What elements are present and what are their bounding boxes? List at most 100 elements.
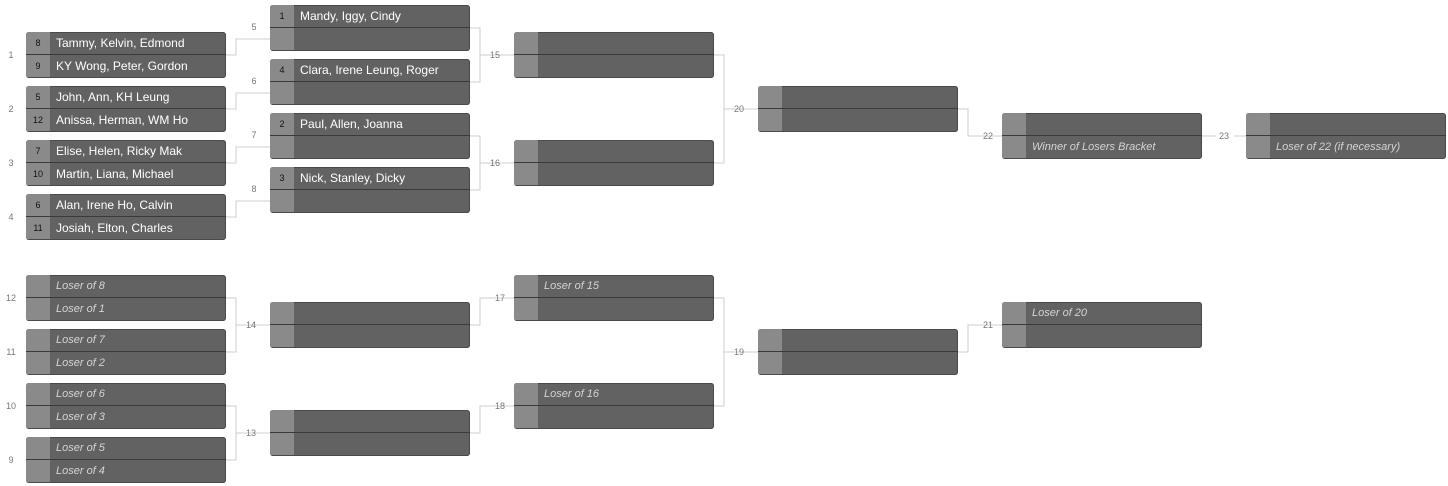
match-18[interactable]: Loser of 16 <box>514 383 714 429</box>
match-slot-bottom[interactable] <box>514 55 714 77</box>
match-14[interactable] <box>270 302 470 348</box>
match-11[interactable]: Loser of 7 Loser of 2 <box>26 329 226 375</box>
match-12[interactable]: Loser of 8 Loser of 1 <box>26 275 226 321</box>
match-slot-top[interactable]: Loser of 6 <box>26 383 226 406</box>
match-slot-top[interactable] <box>270 302 470 325</box>
seed-number <box>514 163 538 185</box>
match-slot-bottom[interactable] <box>514 406 714 428</box>
match-slot-bottom[interactable] <box>514 298 714 320</box>
match-slot-top[interactable] <box>758 329 958 352</box>
match-slot-top[interactable] <box>1246 113 1446 136</box>
match-number-label: 21 <box>982 320 993 330</box>
seed-number: 11 <box>26 217 50 239</box>
match-10[interactable]: Loser of 6 Loser of 3 <box>26 383 226 429</box>
match-15[interactable] <box>514 32 714 78</box>
match-slot-bottom[interactable] <box>270 28 470 50</box>
match-slot-top[interactable]: Loser of 8 <box>26 275 226 298</box>
match-number-label: 17 <box>494 293 505 303</box>
seed-number <box>26 329 50 351</box>
match-slot-bottom[interactable] <box>270 433 470 455</box>
match-slot-bottom[interactable] <box>270 82 470 104</box>
match-number-label: 16 <box>489 158 500 168</box>
match-slot-top[interactable] <box>270 410 470 433</box>
seed-number <box>758 86 782 108</box>
placeholder-label: Loser of 1 <box>56 303 105 315</box>
match-16[interactable] <box>514 140 714 186</box>
match-slot-top[interactable] <box>514 140 714 163</box>
match-slot-bottom[interactable] <box>270 136 470 158</box>
match-slot-bottom[interactable]: Loser of 1 <box>26 298 226 320</box>
match-slot-top[interactable]: 8 Tammy, Kelvin, Edmond <box>26 32 226 55</box>
seed-number <box>26 352 50 374</box>
match-slot-bottom[interactable] <box>758 352 958 374</box>
seed-number <box>26 460 50 482</box>
match-20[interactable] <box>758 86 958 132</box>
match-slot-top[interactable] <box>514 32 714 55</box>
match-slot-top[interactable]: Loser of 20 <box>1002 302 1202 325</box>
seed-number <box>1002 113 1026 135</box>
seed-number: 8 <box>26 32 50 54</box>
match-number-label: 1 <box>8 50 14 60</box>
team-name: Clara, Irene Leung, Roger <box>300 63 439 77</box>
match-slot-bottom[interactable]: Loser of 2 <box>26 352 226 374</box>
match-19[interactable] <box>758 329 958 375</box>
match-slot-top[interactable]: Loser of 15 <box>514 275 714 298</box>
team-name: Tammy, Kelvin, Edmond <box>56 36 185 50</box>
match-21[interactable]: Loser of 20 <box>1002 302 1202 348</box>
seed-number <box>514 383 538 405</box>
match-slot-top[interactable] <box>1002 113 1202 136</box>
match-number-label: 19 <box>733 347 744 357</box>
seed-number <box>514 406 538 428</box>
match-23[interactable]: Loser of 22 (if necessary) <box>1246 113 1446 159</box>
seed-number: 3 <box>270 167 294 189</box>
match-slot-top[interactable] <box>758 86 958 109</box>
match-slot-bottom[interactable]: Loser of 3 <box>26 406 226 428</box>
match-slot-top[interactable]: Loser of 16 <box>514 383 714 406</box>
match-slot-top[interactable]: Loser of 5 <box>26 437 226 460</box>
match-slot-bottom[interactable] <box>270 190 470 212</box>
match-slot-bottom[interactable]: Loser of 4 <box>26 460 226 482</box>
match-slot-bottom[interactable] <box>270 325 470 347</box>
match-slot-bottom[interactable]: Winner of Losers Bracket <box>1002 136 1202 158</box>
match-22[interactable]: Winner of Losers Bracket <box>1002 113 1202 159</box>
connector-line <box>470 135 481 191</box>
match-number-label: 15 <box>489 50 500 60</box>
team-name: John, Ann, KH Leung <box>56 90 170 104</box>
connector-line <box>226 405 237 461</box>
match-slot-top[interactable]: Loser of 7 <box>26 329 226 352</box>
placeholder-label: Loser of 16 <box>544 388 600 400</box>
match-slot-bottom[interactable]: Loser of 22 (if necessary) <box>1246 136 1446 158</box>
placeholder-label: Loser of 6 <box>56 388 105 400</box>
placeholder-label: Loser of 2 <box>56 357 105 369</box>
seed-number <box>514 32 538 54</box>
match-number-label: 9 <box>8 455 14 465</box>
match-slot-bottom[interactable] <box>758 109 958 131</box>
match-13[interactable] <box>270 410 470 456</box>
match-17[interactable]: Loser of 15 <box>514 275 714 321</box>
match-number-label: 22 <box>982 131 993 141</box>
match-slot-bottom[interactable] <box>514 163 714 185</box>
placeholder-label: Loser of 22 (if necessary) <box>1276 141 1401 153</box>
match-slot-bottom[interactable] <box>1002 325 1202 347</box>
